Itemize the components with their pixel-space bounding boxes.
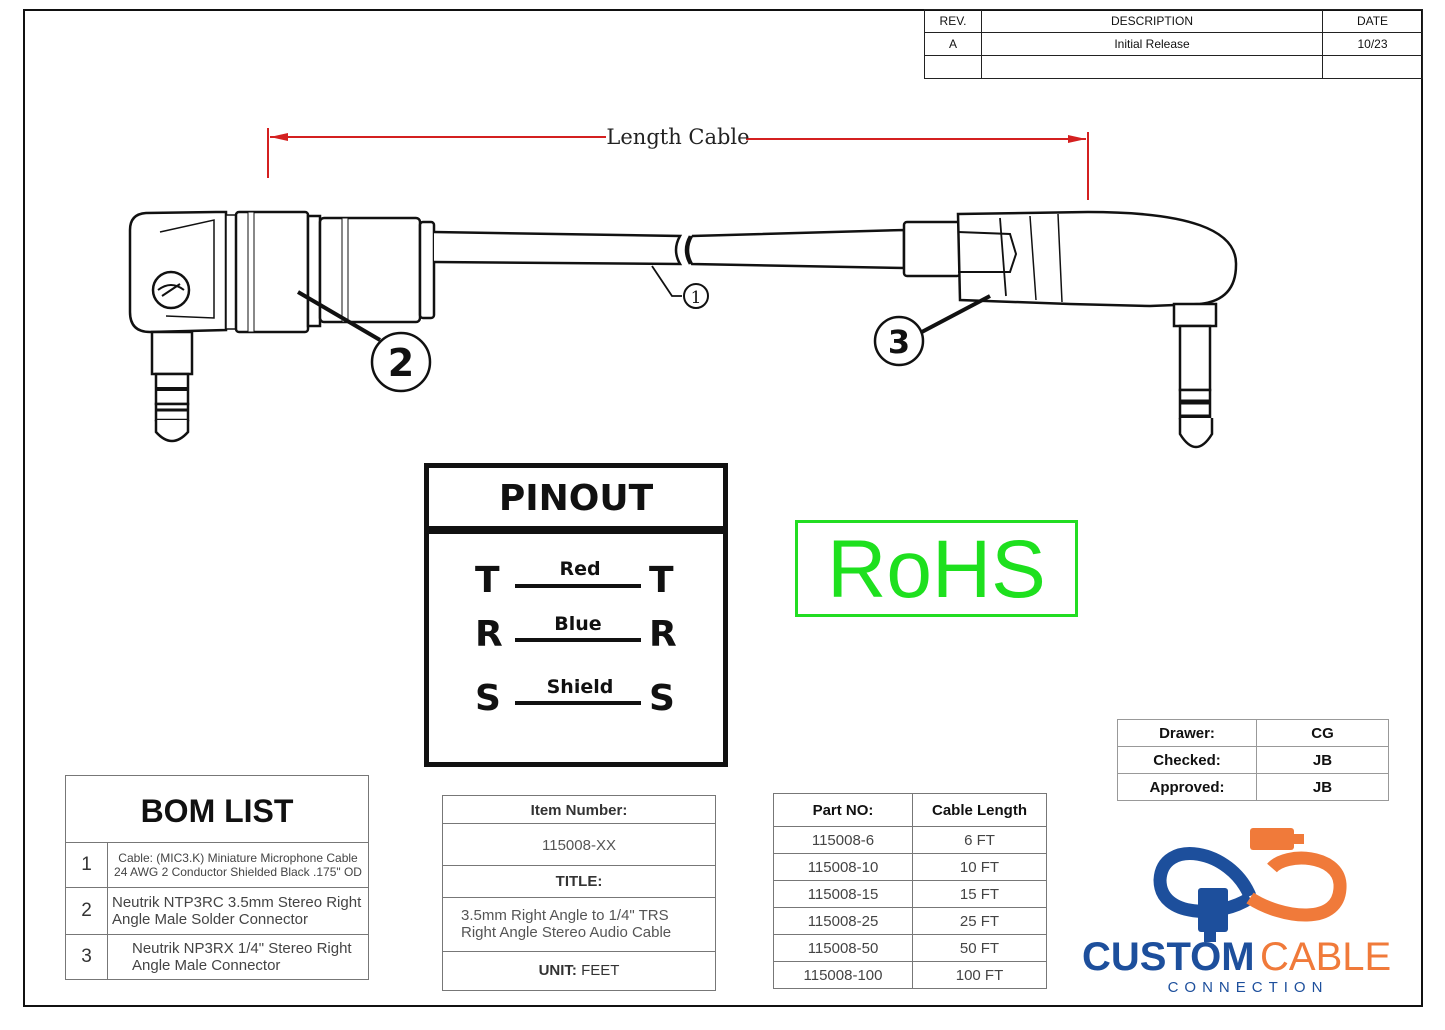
logo-word-connection: CONNECTION xyxy=(1168,979,1329,996)
callout-3: 3 xyxy=(873,315,925,367)
left-connector-drawing xyxy=(128,210,436,443)
description-header: DESCRIPTION xyxy=(981,9,1323,33)
item-number-label: Item Number: xyxy=(443,796,715,824)
checked-value: JB xyxy=(1256,746,1389,774)
rev-empty xyxy=(924,55,982,79)
wire-blue-label: Blue xyxy=(554,613,602,635)
signoff-table: Drawer: CG Checked: JB Approved: JB xyxy=(1117,719,1389,801)
logo-word-cable: CABLE xyxy=(1260,935,1391,979)
pin-right-s: S xyxy=(649,678,675,719)
callout-2: 2 xyxy=(370,331,432,393)
date-header: DATE xyxy=(1322,9,1423,33)
length-cell: 50 FT xyxy=(912,934,1047,962)
rohs-badge: RoHS xyxy=(795,520,1078,617)
drawing-sheet xyxy=(23,9,1423,1007)
date-value: 10/23 xyxy=(1322,32,1423,56)
callout-1: 1 xyxy=(683,283,709,309)
bom-row: 1 Cable: (MIC3.K) Miniature Microphone C… xyxy=(66,843,368,888)
cable-drawing: Length Cable 1 xyxy=(128,125,1238,449)
checked-label: Checked: xyxy=(1117,746,1257,774)
wire-shield-line xyxy=(515,701,641,705)
cable-loop-icon xyxy=(1153,828,1347,942)
pinout-box: PINOUT T Red T R Blue R S Shield S xyxy=(424,463,728,767)
bom-item-desc: Neutrik NP3RX 1/4" Stereo Right Angle Ma… xyxy=(132,940,352,974)
callout-3-label: 3 xyxy=(888,323,910,361)
approved-value: JB xyxy=(1256,773,1389,801)
unit-label: UNIT: xyxy=(538,962,577,979)
bom-item-number: 2 xyxy=(66,888,108,934)
unit-row: UNIT: FEET xyxy=(443,952,715,990)
part-no-header: Part NO: xyxy=(773,793,913,827)
length-dimension xyxy=(267,128,1089,200)
part-no-cell: 115008-6 xyxy=(773,826,913,854)
length-cell: 15 FT xyxy=(912,880,1047,908)
part-no-cell: 115008-50 xyxy=(773,934,913,962)
pin-right-r: R xyxy=(649,614,677,655)
bom-item-desc: Neutrik NTP3RC 3.5mm Stereo Right Angle … xyxy=(112,894,362,928)
title-value: 3.5mm Right Angle to 1/4" TRS Right Angl… xyxy=(443,898,715,952)
item-number-value: 115008-XX xyxy=(443,824,715,866)
callout-2-label: 2 xyxy=(388,341,414,385)
wire-blue-line xyxy=(515,638,641,642)
cable-length-header: Cable Length xyxy=(912,793,1047,827)
title-label: TITLE: xyxy=(443,866,715,898)
bom-item-number: 3 xyxy=(66,935,108,979)
length-cable-label: Length Cable xyxy=(606,125,749,149)
bom-item-desc: Cable: (MIC3.K) Miniature Microphone Cab… xyxy=(114,851,362,879)
revision-table: REV. DESCRIPTION DATE A Initial Release … xyxy=(924,9,1423,79)
wire-red-line xyxy=(515,584,641,588)
item-info-table: Item Number: 115008-XX TITLE: 3.5mm Righ… xyxy=(442,795,716,991)
drawer-value: CG xyxy=(1256,719,1389,747)
cable-drawing-body xyxy=(433,228,906,297)
pin-left-r: R xyxy=(475,614,503,655)
date-empty xyxy=(1322,55,1423,79)
pinout-title: PINOUT xyxy=(429,468,723,534)
callout-1-label: 1 xyxy=(691,288,702,308)
bom-item-number: 1 xyxy=(66,843,108,887)
wire-shield-label: Shield xyxy=(546,676,614,698)
length-cell: 100 FT xyxy=(912,961,1047,989)
bom-row: 2 Neutrik NTP3RC 3.5mm Stereo Right Angl… xyxy=(66,888,368,935)
pin-left-t: T xyxy=(475,560,500,601)
length-cell: 10 FT xyxy=(912,853,1047,881)
right-connector-drawing xyxy=(902,210,1238,449)
pin-right-t: T xyxy=(649,560,674,601)
part-no-cell: 115008-10 xyxy=(773,853,913,881)
company-logo: CUSTOM CABLE CONNECTION xyxy=(1082,828,1391,996)
part-no-cell: 115008-15 xyxy=(773,880,913,908)
wire-red-label: Red xyxy=(559,558,601,580)
bom-row: 3 Neutrik NP3RX 1/4" Stereo Right Angle … xyxy=(66,935,368,979)
length-cell: 25 FT xyxy=(912,907,1047,935)
part-no-cell: 115008-100 xyxy=(773,961,913,989)
bom-list: BOM LIST 1 Cable: (MIC3.K) Miniature Mic… xyxy=(65,775,369,980)
bom-title: BOM LIST xyxy=(66,776,368,843)
logo-word-custom: CUSTOM xyxy=(1082,935,1255,979)
pin-left-s: S xyxy=(475,678,501,719)
unit-value: FEET xyxy=(581,962,620,979)
length-cell: 6 FT xyxy=(912,826,1047,854)
drawer-label: Drawer: xyxy=(1117,719,1257,747)
part-no-cell: 115008-25 xyxy=(773,907,913,935)
approved-label: Approved: xyxy=(1117,773,1257,801)
